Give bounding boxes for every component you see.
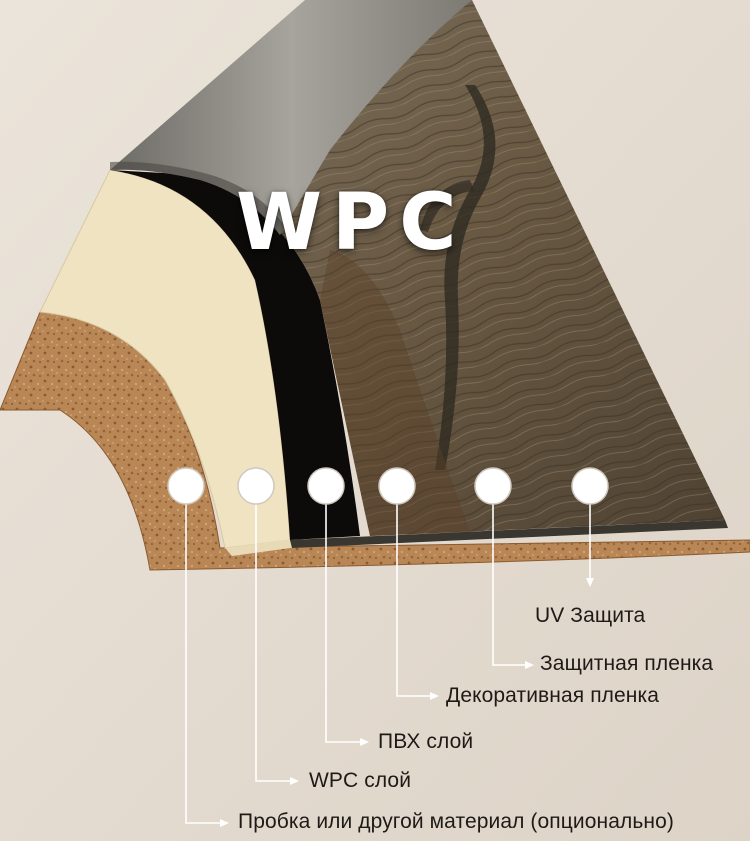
leader-line-decor <box>396 486 432 697</box>
wood-shadow <box>320 250 470 536</box>
leader-line-protective <box>492 486 527 666</box>
marker-protective-icon <box>474 467 512 505</box>
marker-cork-icon <box>167 467 205 505</box>
arrow-decor-icon <box>430 692 439 700</box>
wpc-layer-edge <box>225 538 305 556</box>
film-edge-shadow <box>110 161 285 235</box>
wpc-layer <box>39 169 291 549</box>
label-cork-layer: Пробка или другой материал (опционально) <box>238 810 674 833</box>
leader-line-cork <box>185 486 222 824</box>
marker-uv-icon <box>571 467 609 505</box>
leader-line-pvc <box>325 486 362 743</box>
label-decor-film: Декоративная пленка <box>446 684 660 707</box>
label-pvc-layer: ПВХ слой <box>378 730 474 753</box>
leader-line-wpc <box>255 486 292 782</box>
wood-crack <box>435 85 496 470</box>
pvc-layer <box>110 170 360 540</box>
marker-pvc-icon <box>307 467 345 505</box>
marker-wpc-icon <box>237 467 275 505</box>
arrow-protective-icon <box>525 661 534 669</box>
diagram-title: WPC <box>236 178 467 268</box>
plank-bottom-edge <box>290 520 728 548</box>
arrow-wpc-icon <box>290 777 299 785</box>
marker-decor-icon <box>378 467 416 505</box>
arrow-pvc-icon <box>360 738 369 746</box>
wood-crack-branch <box>420 180 474 232</box>
leader-lines <box>185 486 591 824</box>
arrow-cork-icon <box>220 819 229 827</box>
leader-arrowheads <box>220 578 594 827</box>
label-uv-protection: UV Защита <box>535 604 646 627</box>
label-protective-film: Защитная пленка <box>540 652 714 675</box>
arrow-uv-icon <box>586 578 594 587</box>
layer-markers <box>167 467 609 505</box>
label-wpc-layer: WPC слой <box>309 769 412 792</box>
